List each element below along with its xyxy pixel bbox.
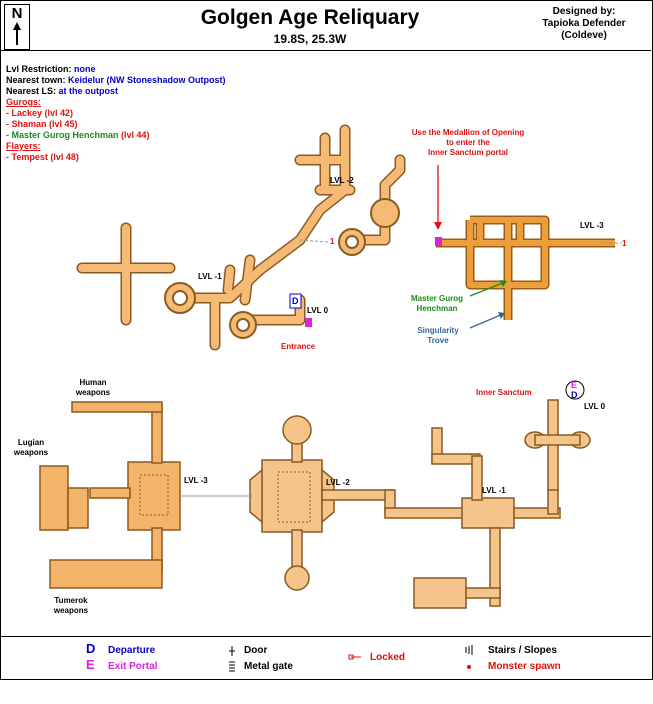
gurog-henchman-level: (lvl 44) <box>121 130 150 140</box>
flayers-header: Flayers: <box>6 141 41 151</box>
upper-map-rotundas <box>164 198 400 339</box>
legend-exit-label: Exit Portal <box>108 661 158 672</box>
north-arrow-icon <box>13 22 21 45</box>
flayer-tempest-level: (lvl 48) <box>50 152 79 162</box>
gurog-shaman: - Shaman (lvl 45) <box>6 119 78 130</box>
singularity-trove-label: Singularity Trove <box>408 326 468 346</box>
nearest-town-label: Nearest town: <box>6 75 66 85</box>
medallion-note-line-3: Inner Sanctum portal <box>427 148 508 157</box>
lower-lvl-minus3-label: LVL -3 <box>184 476 208 485</box>
monster-spawn-icon <box>467 665 471 669</box>
gurog-henchman: - Master Gurog Henchman (lvl 44) <box>6 130 150 141</box>
map-header: N Golgen Age Reliquary 19.8S, 25.3W Desi… <box>0 0 651 51</box>
legend-departure-letter: D <box>86 641 96 656</box>
legend-stairs-label: Stairs / Slopes <box>488 645 557 656</box>
henchman-label-line-2: Henchman <box>416 304 458 313</box>
departure-marker <box>289 293 302 309</box>
exit-departure-circle <box>565 380 585 400</box>
gurog-shaman-name: - Shaman <box>6 119 47 129</box>
lugian-weapons-label: Lugian weapons <box>8 438 54 458</box>
lower-lvl-0-label: LVL 0 <box>584 402 606 411</box>
flayer-tempest-name: - Tempest <box>6 152 48 162</box>
lvl-restriction-label: Lvl Restriction: <box>6 64 72 74</box>
lugian-weapons-line-1: Lugian <box>17 438 45 447</box>
lower-map-lvl3 <box>39 401 181 589</box>
gurog-henchman-name: - Master Gurog Henchman <box>6 130 119 140</box>
designer-credit: Designed by: Tapioka Defender (Coldeve) <box>520 6 648 42</box>
nearest-town-value: Keidelur (NW Stoneshadow Outpost) <box>68 75 226 85</box>
tumerok-weapons-line-1: Tumerok <box>54 596 88 605</box>
human-weapons-line-1: Human <box>79 378 107 387</box>
designer-line-1: Designed by: <box>552 6 616 17</box>
human-weapons-label: Human weapons <box>68 378 118 398</box>
lower-lvl-minus2-label: LVL -2 <box>326 478 350 487</box>
upper-departure-letter: D <box>292 296 299 306</box>
legend-symbols <box>229 645 473 672</box>
upper-lvl-minus2-label: LVL -2 <box>330 176 354 185</box>
lower-lvl-minus1-label: LVL -1 <box>482 486 506 495</box>
medallion-note-line-1: Use the Medallion of Opening <box>411 128 525 137</box>
gurogs-header: Gurogs: <box>6 97 41 107</box>
legend-exit-letter: E <box>86 657 95 672</box>
tumerok-weapons-line-2: weapons <box>53 606 89 615</box>
entrance-label: Entrance <box>281 342 316 351</box>
gurog-lackey: - Lackey (lvl 42) <box>6 108 73 119</box>
nearest-ls-value: at the outpost <box>58 86 119 96</box>
legend-metal-gate-label: Metal gate <box>244 661 293 672</box>
legend-departure-label: Departure <box>108 645 156 656</box>
exit-portal-marker <box>435 237 442 246</box>
gurog-lackey-name: - Lackey <box>6 108 43 118</box>
stairs-icon <box>465 645 473 655</box>
nearest-ls-row: Nearest LS: at the outpost <box>6 86 118 97</box>
upper-lvl-minus3-label: LVL -3 <box>580 221 604 230</box>
metal-gate-icon <box>229 661 235 672</box>
lower-exit-letter: E <box>571 380 578 390</box>
inner-sanctum-label: Inner Sanctum <box>476 388 532 397</box>
map-title: Golgen Age Reliquary <box>200 6 420 29</box>
entrance-portal-marker <box>305 318 312 327</box>
lvl-restriction-row: Lvl Restriction: none <box>6 64 96 75</box>
legend-door-label: Door <box>244 645 268 656</box>
lugian-weapons-line-2: weapons <box>13 448 49 457</box>
lower-map-lvl1 <box>413 399 591 609</box>
compass: N <box>4 4 30 50</box>
human-weapons-line-2: weapons <box>75 388 111 397</box>
gurog-shaman-level: (lvl 45) <box>49 119 78 129</box>
singularity-trove-line-2: Trove <box>427 336 449 345</box>
nearest-ls-label: Nearest LS: <box>6 86 57 96</box>
singularity-trove-line-1: Singularity <box>417 326 459 335</box>
map-legend: D Departure E Exit Portal Door Metal gat… <box>0 636 651 679</box>
medallion-note: Use the Medallion of Opening to enter th… <box>388 128 548 158</box>
legend-locked-label: Locked <box>370 652 406 663</box>
legend-monster-label: Monster spawn <box>488 661 561 672</box>
upper-lvl-0-label: LVL 0 <box>307 306 329 315</box>
nearest-town-row: Nearest town: Keidelur (NW Stoneshadow O… <box>6 75 226 86</box>
upper-lvl-minus1-label: LVL -1 <box>198 272 222 281</box>
flayer-tempest: - Tempest (lvl 48) <box>6 152 79 163</box>
lvl-restriction-value: none <box>74 64 96 74</box>
upper-map-lvl3-fill <box>436 217 615 320</box>
lower-map-lvl2 <box>249 415 464 591</box>
lower-departure-letter: D <box>571 390 578 400</box>
level-link-1-left: 1 <box>330 237 335 246</box>
henchman-label: Master Gurog Henchman <box>400 294 474 314</box>
map-coordinates: 19.8S, 25.3W <box>273 32 347 46</box>
medallion-note-line-2: to enter the <box>446 138 490 147</box>
designer-line-3: (Coldeve) <box>561 30 607 41</box>
level-link-lines <box>299 239 622 244</box>
locked-icon <box>348 654 361 660</box>
annotation-arrows <box>434 165 507 329</box>
designer-line-2: Tapioka Defender <box>542 18 626 29</box>
lower-map-inner-details <box>139 471 311 523</box>
gurog-lackey-level: (lvl 42) <box>44 108 74 118</box>
level-link-1-right: 1 <box>622 239 627 248</box>
henchman-label-line-1: Master Gurog <box>410 294 463 303</box>
compass-north-letter: N <box>11 5 23 22</box>
tumerok-weapons-label: Tumerok weapons <box>46 596 96 616</box>
